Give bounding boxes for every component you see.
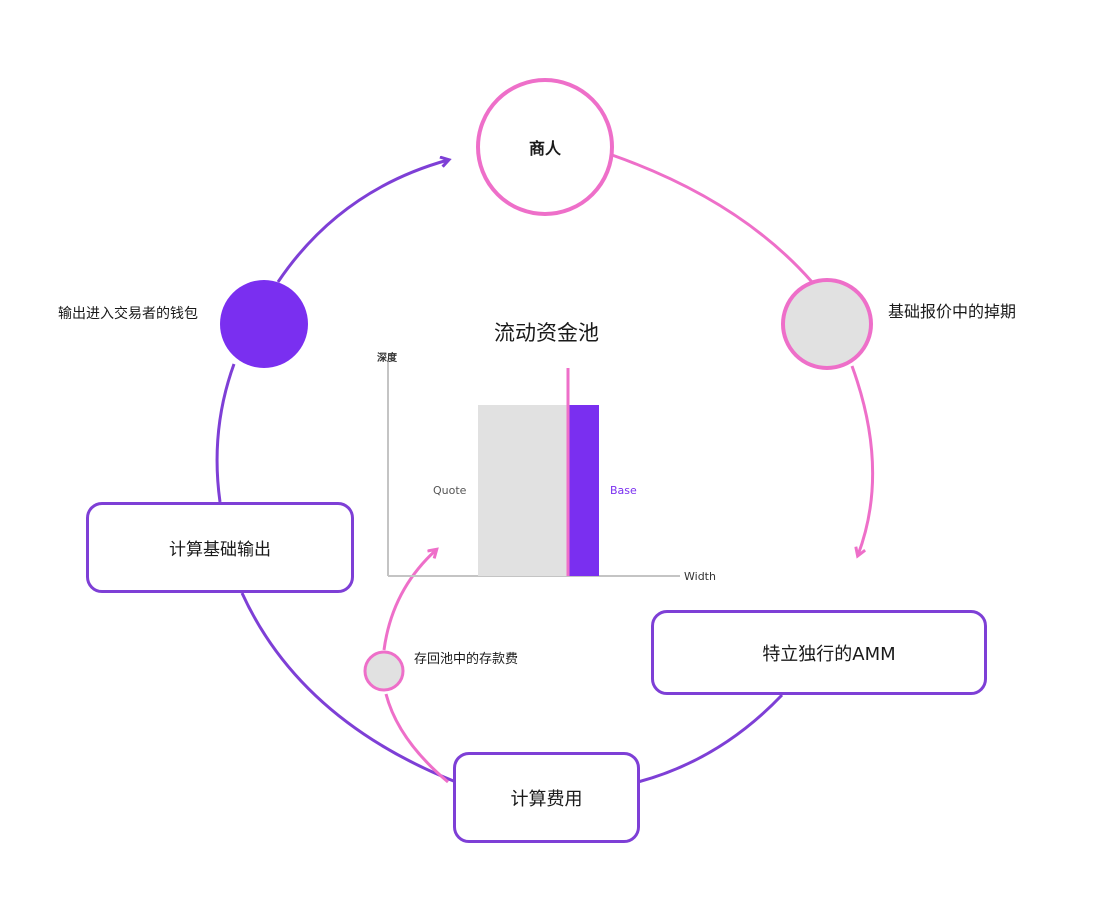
compute-base-output-label: 计算基础输出	[169, 540, 271, 560]
compute-base-output-box[interactable]: 计算基础输出	[86, 502, 354, 593]
arc-fee-to-base-output	[240, 592, 457, 784]
arc-base-output-to-wallet	[215, 363, 236, 503]
arc-swap-to-amm	[850, 365, 875, 555]
standalone-amm-box[interactable]: 特立独行的AMM	[651, 610, 987, 695]
deposit-label: 存回池中的存款费	[414, 652, 519, 667]
trader-label: 商人	[528, 139, 561, 158]
wallet-circle[interactable]	[220, 280, 308, 368]
pool-y-axis-label: 深度	[377, 353, 397, 364]
swap-circle[interactable]	[781, 278, 873, 370]
base-label: Base	[610, 484, 637, 497]
arc-amm-to-fee	[637, 693, 784, 784]
pool-title: 流动资金池	[494, 321, 599, 345]
arc-deposit-to-pool	[382, 550, 436, 651]
arc-fee-to-deposit	[384, 693, 449, 784]
wallet-label: 输出进入交易者的钱包	[58, 306, 198, 322]
arc-wallet-to-trader	[276, 160, 448, 283]
swap-label: 基础报价中的掉期	[888, 302, 1017, 321]
quote-label: Quote	[433, 484, 467, 497]
compute-fee-box[interactable]: 计算费用	[453, 752, 640, 843]
base-bar	[568, 405, 599, 576]
arc-trader-to-swap	[611, 153, 814, 283]
trader-circle[interactable]	[476, 78, 614, 216]
deposit-circle[interactable]	[363, 650, 405, 692]
standalone-amm-label: 特立独行的AMM	[762, 643, 896, 665]
quote-bar	[478, 405, 568, 576]
pool-x-axis-label: Width	[684, 570, 716, 583]
pool-chart	[387, 362, 680, 577]
compute-fee-label: 计算费用	[510, 788, 583, 810]
